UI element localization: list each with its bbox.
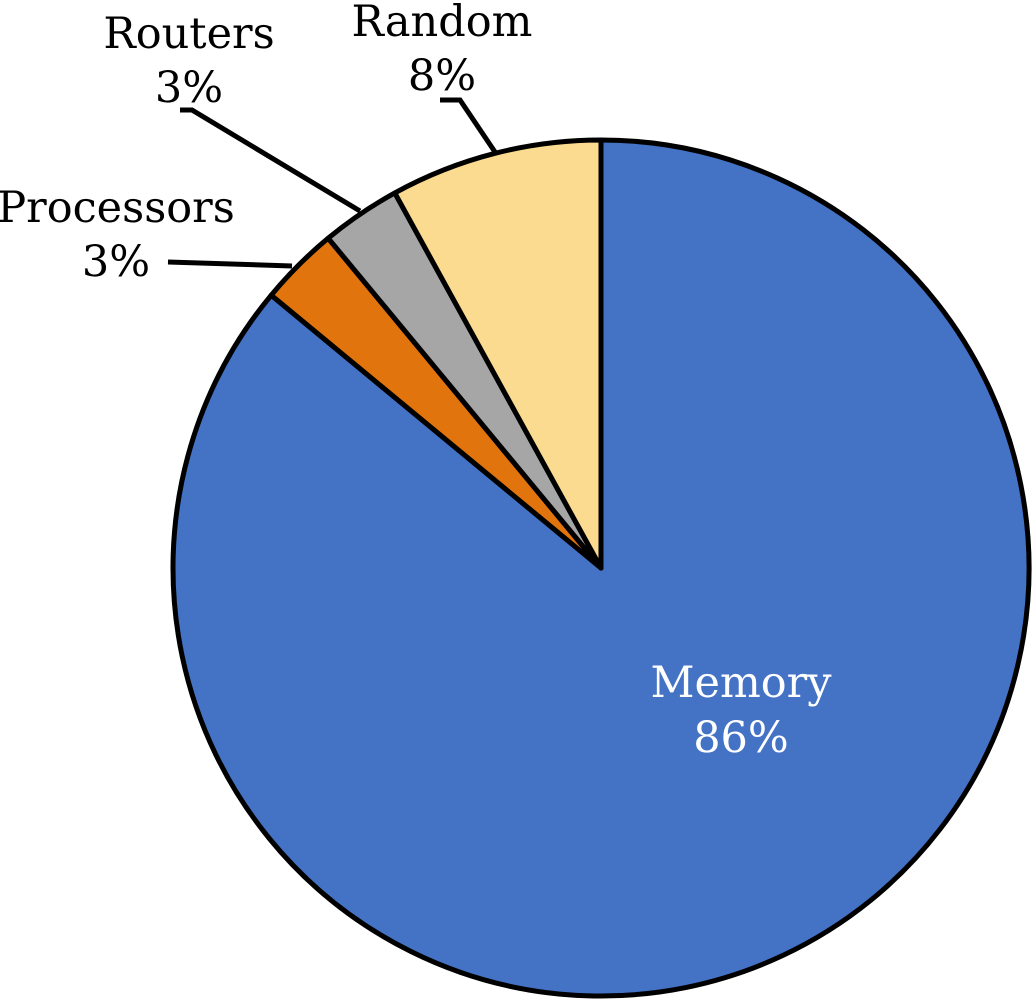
leader-line-routers xyxy=(180,107,362,214)
slice-name-processors: Processors xyxy=(0,183,235,233)
leader-line-random xyxy=(440,97,498,154)
slice-percent-routers: 3% xyxy=(155,63,223,113)
slice-percent-memory: 86% xyxy=(693,713,789,763)
slice-name-memory: Memory xyxy=(651,658,833,708)
pie-slice-random xyxy=(392,137,604,571)
leader-lines xyxy=(167,97,498,269)
slice-percent-processors: 3% xyxy=(82,237,150,287)
slice-percent-random: 8% xyxy=(408,51,476,101)
pie-slice-memory xyxy=(170,137,1032,999)
leader-line-processors xyxy=(167,259,293,269)
slice-name-random: Random xyxy=(352,0,533,47)
pie-slices xyxy=(170,137,1032,999)
slice-name-routers: Routers xyxy=(103,9,274,59)
